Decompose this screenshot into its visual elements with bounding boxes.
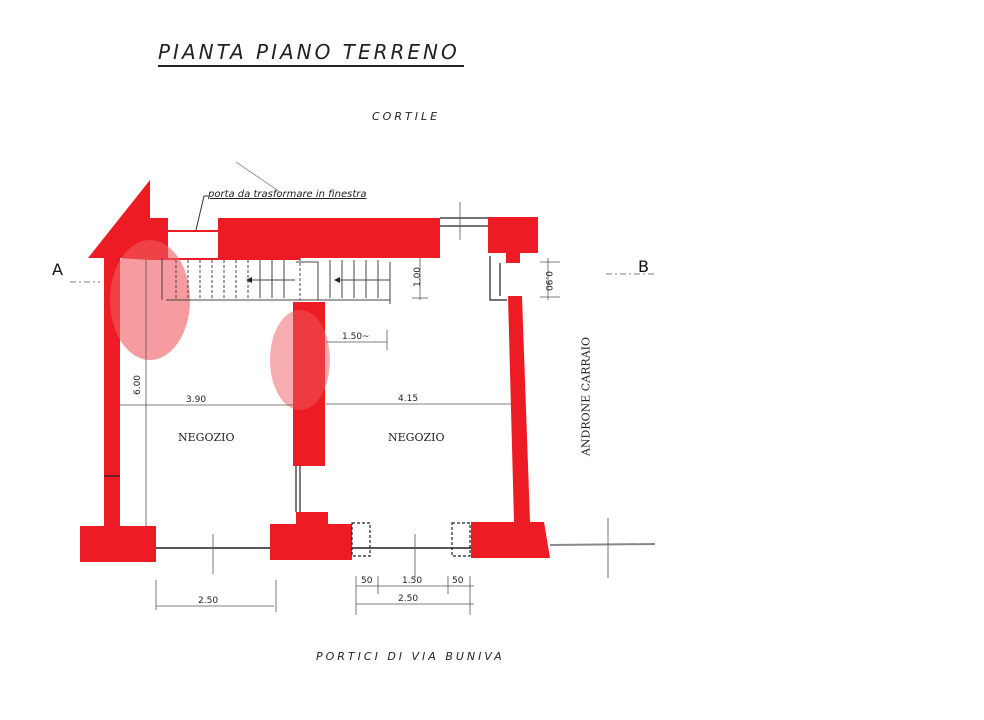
dimension-depth: 6.00 <box>133 374 144 396</box>
room-label-shop-2: NEGOZIO <box>388 431 445 444</box>
porticoes-label: PORTICI DI VIA BUNIVA <box>316 650 505 663</box>
section-mark-a: A <box>52 260 63 279</box>
annotation-note: porta da trasformare in finestra <box>208 189 367 200</box>
dimension-opening-2: 2.50 <box>398 594 419 604</box>
driveway-label: ANDRONE CARRAIO <box>579 336 593 457</box>
dimension-jamb-left: 50 <box>361 576 373 586</box>
room-label-shop-1: NEGOZIO <box>178 431 235 444</box>
dimension-opening-1: 2.50 <box>198 596 219 606</box>
dimension-stair-landing: 1.50~ <box>342 332 370 342</box>
dimension-room1-width: 3.90 <box>186 395 207 405</box>
section-mark-b: B <box>638 257 649 276</box>
dimension-room2-width: 4.15 <box>398 394 419 404</box>
dimension-jamb-right: 50 <box>452 576 464 586</box>
dimension-stair-door: 1.00 <box>413 266 424 288</box>
dimension-side-door: 0.90 <box>543 270 554 292</box>
courtyard-label: CORTILE <box>372 110 441 123</box>
dimension-door-center: 1.50 <box>402 576 423 586</box>
drawing-title: PIANTA PIANO TERRENO <box>158 40 464 67</box>
